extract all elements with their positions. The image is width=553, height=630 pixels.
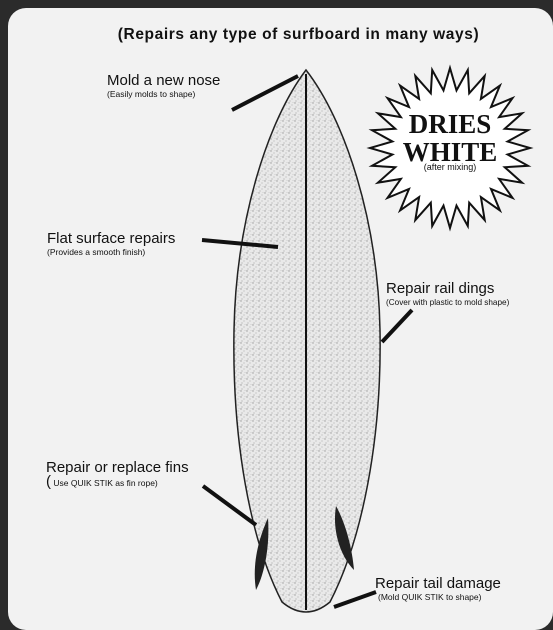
callout-nose: Mold a new nose (Easily molds to shape) <box>107 72 220 100</box>
callout-rail-title: Repair rail dings <box>386 280 509 297</box>
page-heading: (Repairs any type of surfboard in many w… <box>22 26 553 44</box>
rail-leader-line <box>382 310 412 342</box>
callout-fins-title: Repair or replace fins <box>46 459 189 476</box>
callout-tail-title: Repair tail damage <box>375 575 501 592</box>
callout-fins-note: Use QUIK STIK as fin rope) <box>51 478 158 488</box>
callout-fins: Repair or replace fins ( Use QUIK STIK a… <box>46 459 189 489</box>
tail-leader-line <box>334 592 376 607</box>
callout-tail: Repair tail damage (Mold QUIK STIK to sh… <box>375 575 501 603</box>
callout-fins-note-line: ( Use QUIK STIK as fin rope) <box>46 476 189 489</box>
callout-nose-note: (Easily molds to shape) <box>107 89 220 100</box>
badge-text: DRIES WHITE (after mixing) <box>392 110 508 172</box>
callout-rail: Repair rail dings (Cover with plastic to… <box>386 280 509 308</box>
callout-nose-title: Mold a new nose <box>107 72 220 89</box>
callout-tail-note: (Mold QUIK STIK to shape) <box>378 592 501 603</box>
callout-flat-note: (Provides a smooth finish) <box>47 247 175 258</box>
callout-flat-title: Flat surface repairs <box>47 230 175 247</box>
callout-rail-note: (Cover with plastic to mold shape) <box>386 297 509 308</box>
callout-flat: Flat surface repairs (Provides a smooth … <box>47 230 175 258</box>
badge-line-dries: DRIES <box>392 110 508 138</box>
